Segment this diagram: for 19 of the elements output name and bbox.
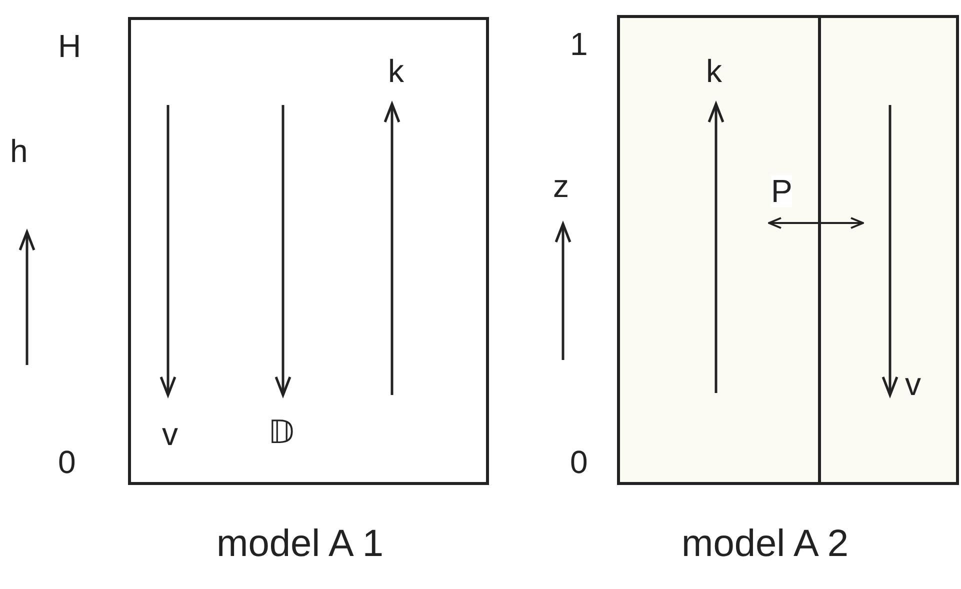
flux-label: 𝔻 bbox=[268, 416, 294, 448]
model-box bbox=[617, 15, 959, 485]
model-caption: model A 1 bbox=[216, 525, 384, 563]
axis-label: 0 bbox=[570, 446, 588, 478]
axis-label: z bbox=[553, 170, 569, 202]
compartment-box bbox=[620, 18, 821, 482]
flux-label: k bbox=[706, 55, 722, 87]
model-box bbox=[128, 17, 489, 485]
axis-label: 0 bbox=[58, 446, 76, 478]
double-arrow bbox=[768, 217, 864, 229]
flux-label: v bbox=[162, 418, 178, 450]
flux-label: k bbox=[388, 55, 404, 87]
axis-label: 1 bbox=[570, 28, 588, 60]
model-caption: model A 2 bbox=[682, 525, 848, 563]
flux-label: v bbox=[905, 368, 921, 400]
axis-label: h bbox=[10, 135, 28, 167]
edge-label: P bbox=[771, 175, 792, 207]
compartment-box bbox=[821, 18, 956, 482]
axis-label: H bbox=[58, 30, 82, 62]
